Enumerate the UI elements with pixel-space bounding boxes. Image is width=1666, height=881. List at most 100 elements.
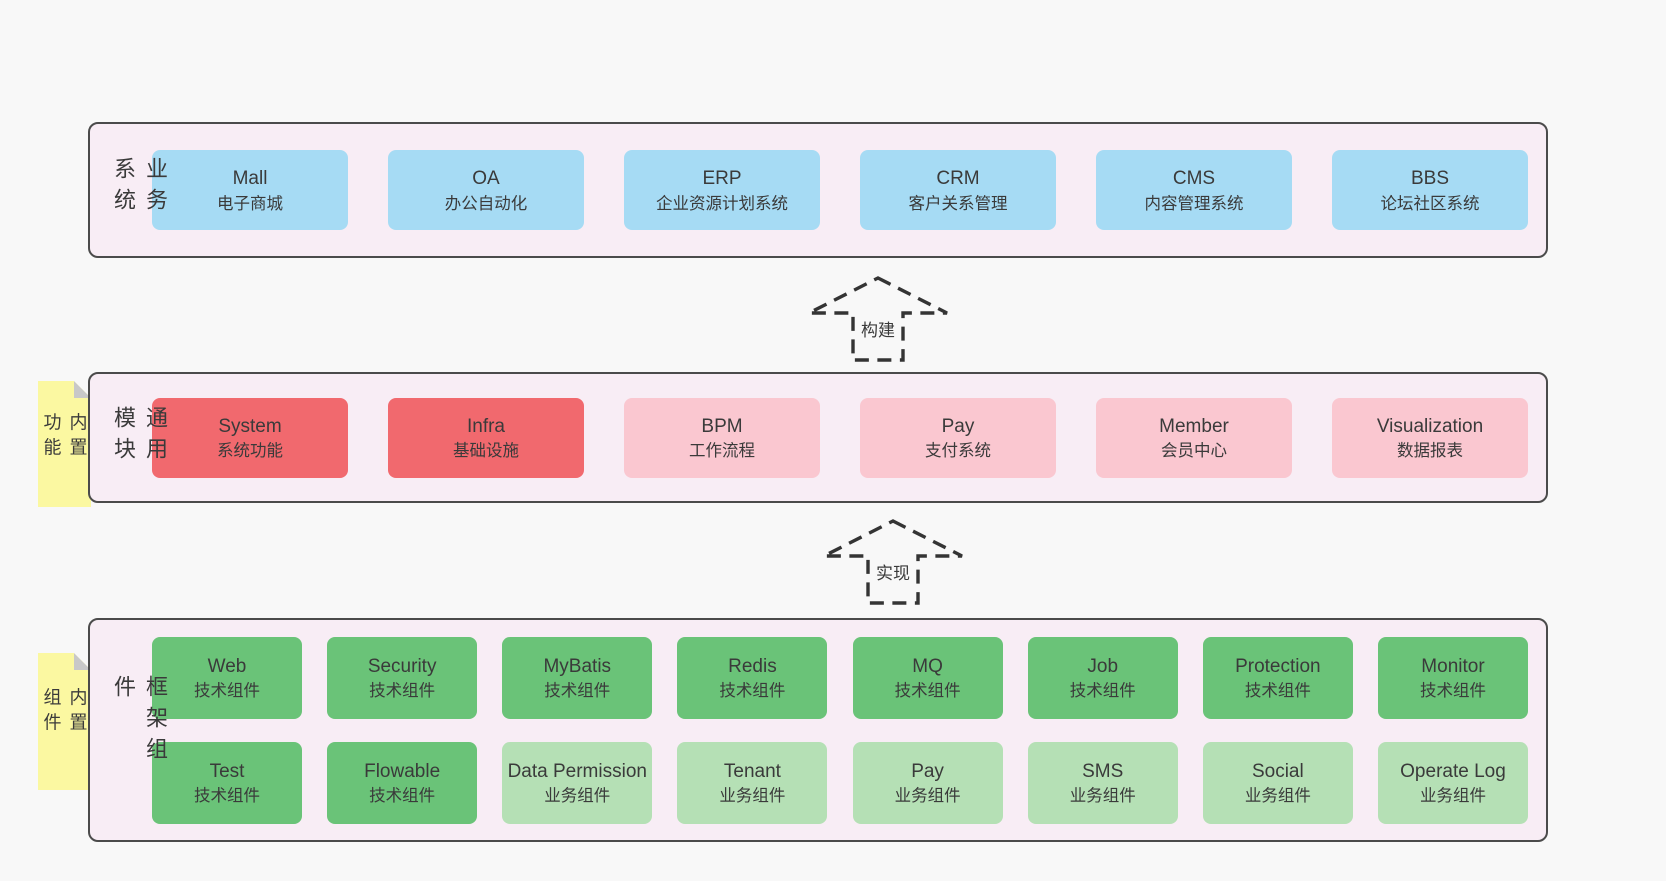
box-subtitle: 业务组件	[719, 787, 786, 806]
framework-box-rows: Web 技术组件 Security 技术组件 MyBatis 技术组件 Redi…	[152, 636, 1528, 824]
framework-box-row-1: Web 技术组件 Security 技术组件 MyBatis 技术组件 Redi…	[152, 636, 1528, 719]
box-job: Job 技术组件	[1027, 636, 1178, 719]
box-subtitle: 技术组件	[369, 682, 436, 701]
box-subtitle: 基础设施	[453, 442, 519, 461]
box-subtitle: 论坛社区系统	[1380, 194, 1480, 213]
box-subtitle: 电子商城	[217, 194, 283, 213]
box-sms: SMS 业务组件	[1027, 741, 1178, 824]
box-title: System	[218, 415, 282, 437]
layer-business-systems: 业务系统 Mall 电子商城 OA 办公自动化 ERP 企业资源计划系统 CRM…	[88, 122, 1548, 258]
box-title: Redis	[728, 655, 777, 677]
box-mall: Mall 电子商城	[152, 150, 348, 230]
box-title: CRM	[936, 168, 980, 190]
box-title: OA	[472, 168, 500, 190]
box-title: Pay	[941, 415, 975, 437]
box-title: Protection	[1235, 655, 1321, 677]
sticky-note-built-in-components: 内置组件	[38, 653, 91, 790]
box-title: Visualization	[1376, 415, 1484, 437]
box-title: Data Permission	[507, 760, 647, 782]
box-web: Web 技术组件	[152, 636, 302, 719]
box-title: MyBatis	[543, 655, 612, 677]
box-subtitle: 技术组件	[1419, 682, 1486, 701]
box-social: Social 业务组件	[1202, 741, 1353, 824]
box-subtitle: 技术组件	[369, 787, 436, 806]
layer-label: 通用模块	[111, 405, 168, 468]
layer-common-modules: 通用模块 System 系统功能 Infra 基础设施 BPM 工作流程 Pay…	[88, 372, 1548, 503]
box-title: Social	[1251, 760, 1304, 782]
box-subtitle: 业务组件	[894, 787, 961, 806]
box-redis: Redis 技术组件	[677, 636, 828, 719]
box-title: Tenant	[723, 760, 781, 782]
box-title: BBS	[1410, 168, 1450, 190]
box-subtitle: 技术组件	[194, 682, 260, 701]
box-flowable: Flowable 技术组件	[327, 741, 478, 824]
up-arrow-icon	[808, 276, 948, 362]
box-subtitle: 内容管理系统	[1144, 194, 1244, 213]
layer-label: 框架组件	[111, 675, 168, 768]
box-security: Security 技术组件	[327, 636, 478, 719]
business-box-row: Mall 电子商城 OA 办公自动化 ERP 企业资源计划系统 CRM 客户关系…	[152, 150, 1528, 230]
arrow-label: 实现	[873, 559, 913, 584]
box-subtitle: 会员中心	[1161, 442, 1227, 461]
box-visualization: Visualization 数据报表	[1332, 397, 1528, 478]
box-mq: MQ 技术组件	[852, 636, 1003, 719]
box-tenant: Tenant 业务组件	[677, 741, 828, 824]
framework-box-row-2: Test 技术组件 Flowable 技术组件 Data Permission …	[152, 741, 1528, 824]
box-operate-log: Operate Log 业务组件	[1377, 741, 1528, 824]
box-bpm: BPM 工作流程	[624, 397, 820, 478]
box-title: Mall	[232, 168, 268, 190]
box-title: SMS	[1082, 760, 1124, 782]
box-monitor: Monitor 技术组件	[1377, 636, 1528, 719]
sticky-note-built-in-features: 内置功能	[38, 381, 91, 507]
box-subtitle: 客户关系管理	[908, 194, 1008, 213]
box-title: Infra	[466, 415, 506, 437]
box-protection: Protection 技术组件	[1202, 636, 1353, 719]
box-title: Job	[1087, 655, 1119, 677]
box-subtitle: 数据报表	[1397, 442, 1463, 461]
box-subtitle: 支付系统	[925, 442, 991, 461]
box-title: CMS	[1172, 168, 1216, 190]
up-arrow-icon	[823, 519, 963, 605]
modules-box-row: System 系统功能 Infra 基础设施 BPM 工作流程 Pay 支付系统…	[152, 397, 1528, 478]
box-subtitle: 技术组件	[1244, 682, 1311, 701]
build-arrow: 构建	[807, 276, 949, 362]
box-title: Operate Log	[1400, 760, 1506, 782]
box-title: Member	[1159, 415, 1229, 437]
box-title: Pay	[911, 760, 944, 782]
box-bbs: BBS 论坛社区系统	[1332, 150, 1528, 230]
box-subtitle: 业务组件	[1069, 787, 1136, 806]
box-erp: ERP 企业资源计划系统	[624, 150, 820, 230]
box-cms: CMS 内容管理系统	[1096, 150, 1292, 230]
box-title: Web	[207, 655, 247, 677]
box-subtitle: 技术组件	[544, 682, 611, 701]
box-data-permission: Data Permission 业务组件	[502, 741, 653, 824]
box-title: ERP	[702, 168, 742, 190]
box-title: MQ	[912, 655, 943, 677]
box-subtitle: 技术组件	[719, 682, 786, 701]
box-title: Test	[209, 760, 245, 782]
box-subtitle: 业务组件	[1244, 787, 1311, 806]
box-subtitle: 系统功能	[217, 442, 283, 461]
box-title: Security	[367, 655, 437, 677]
box-oa: OA 办公自动化	[388, 150, 584, 230]
implement-arrow: 实现	[822, 519, 964, 605]
box-pay: Pay 支付系统	[860, 397, 1056, 478]
box-crm: CRM 客户关系管理	[860, 150, 1056, 230]
box-subtitle: 企业资源计划系统	[656, 194, 788, 213]
box-mybatis: MyBatis 技术组件	[502, 636, 653, 719]
box-title: BPM	[701, 415, 743, 437]
layer-label: 业务系统	[111, 157, 168, 219]
box-subtitle: 工作流程	[689, 442, 755, 461]
box-subtitle: 业务组件	[1419, 787, 1486, 806]
box-member: Member 会员中心	[1096, 397, 1292, 478]
sticky-note-label: 内置组件	[41, 687, 88, 738]
box-title: Flowable	[364, 760, 441, 782]
box-subtitle: 业务组件	[544, 787, 611, 806]
box-subtitle: 技术组件	[194, 787, 260, 806]
box-pay-component: Pay 业务组件	[852, 741, 1003, 824]
box-system: System 系统功能	[152, 397, 348, 478]
box-title: Monitor	[1421, 655, 1485, 677]
box-test: Test 技术组件	[152, 741, 302, 824]
sticky-note-label: 内置功能	[41, 412, 88, 463]
